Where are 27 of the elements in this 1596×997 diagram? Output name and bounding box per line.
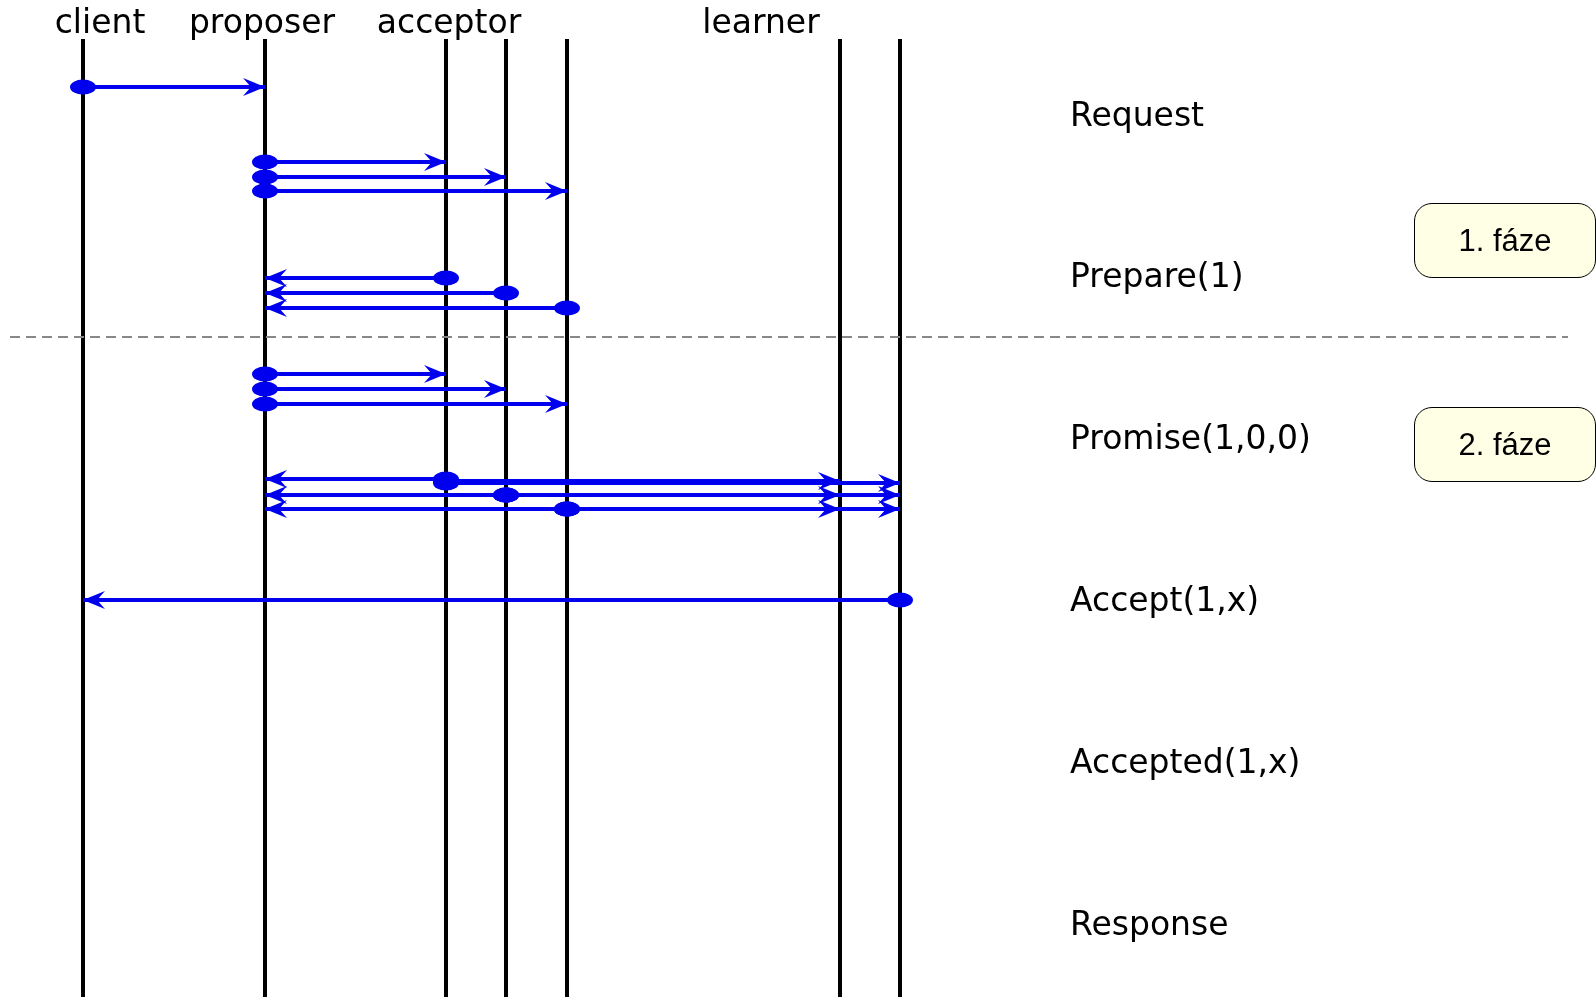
message-arrow (252, 365, 446, 383)
message-arrow (252, 395, 567, 413)
message-arrow (265, 299, 580, 317)
lifeline-label: acceptor (376, 2, 522, 42)
message-arrow (265, 269, 459, 287)
message-arrow (252, 153, 446, 171)
message-label: Response (1070, 904, 1229, 944)
message-arrow (265, 284, 519, 302)
message-label: Accept(1,x) (1070, 580, 1260, 620)
message-arrow (252, 380, 506, 398)
message-label: Request (1070, 95, 1205, 135)
lifeline-label: client (54, 2, 146, 42)
message-label: Promise(1,0,0) (1070, 418, 1311, 458)
message-label: Accepted(1,x) (1070, 742, 1301, 782)
phase-box: 2. fáze (1414, 407, 1596, 482)
lifeline-label: proposer (188, 2, 336, 42)
message-arrow (554, 500, 900, 518)
message-arrow (433, 472, 840, 490)
message-arrow (70, 78, 265, 96)
message-arrow (83, 591, 913, 609)
message-label: Prepare(1) (1070, 256, 1244, 296)
message-arrow (252, 182, 567, 200)
message-arrow (252, 168, 506, 186)
phase-box: 1. fáze (1414, 203, 1596, 278)
lifeline-label: learner (702, 2, 820, 42)
message-arrow (433, 474, 900, 492)
message-arrow (265, 470, 459, 488)
